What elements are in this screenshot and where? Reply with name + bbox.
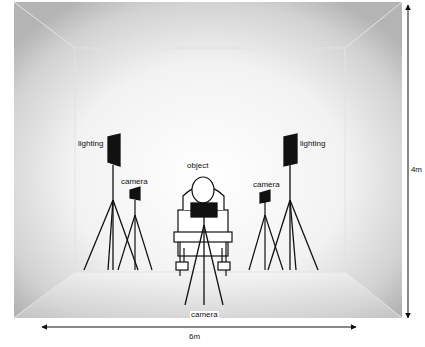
room-edges xyxy=(14,2,402,318)
center-camera xyxy=(185,203,223,305)
room xyxy=(14,2,402,318)
object-label: object xyxy=(187,162,208,170)
right-camera xyxy=(249,190,283,270)
camera-label: camera xyxy=(253,181,280,189)
floor xyxy=(14,272,402,318)
dimension-label: 4m xyxy=(410,166,423,174)
left-camera xyxy=(118,187,152,270)
right-light xyxy=(268,134,318,270)
light-label: lighting xyxy=(78,140,103,148)
camera-label: camera xyxy=(121,178,148,186)
dimension-label: 6m xyxy=(188,333,201,341)
camera-label: camera xyxy=(190,311,219,319)
left-light xyxy=(84,134,138,270)
back-wall xyxy=(75,48,345,272)
height-arrow xyxy=(408,5,409,318)
width-arrow xyxy=(42,327,356,328)
light-label: lighting xyxy=(300,140,325,148)
